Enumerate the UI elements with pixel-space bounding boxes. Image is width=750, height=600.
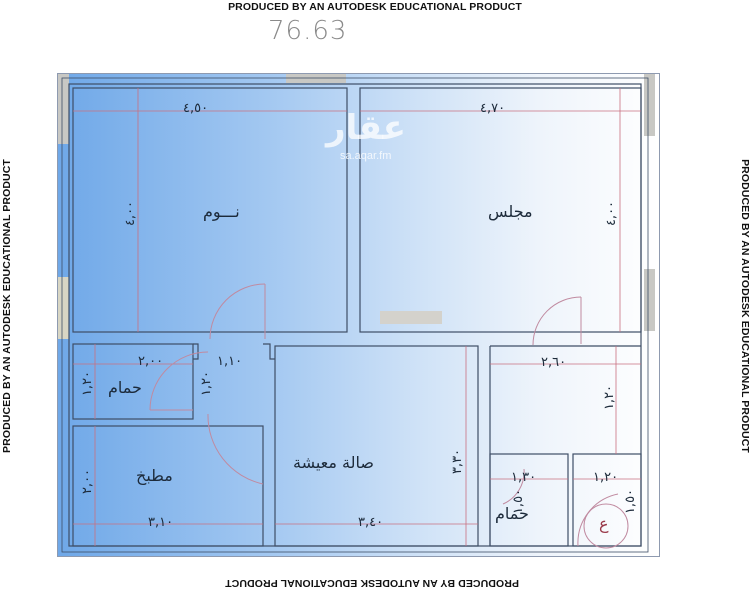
window-bedroom-side bbox=[58, 277, 69, 339]
window-bedroom-top bbox=[58, 74, 69, 144]
window-majlis-right bbox=[644, 74, 655, 136]
room-label-kitchen: مطبخ bbox=[136, 466, 173, 485]
aqar-logo-url: sa.aqar.fm bbox=[340, 150, 392, 162]
room-label-majlis: مجلس bbox=[488, 202, 533, 221]
dim-kitchen-depth: ٢,٠٠ bbox=[80, 468, 96, 495]
dim-entry-depth: ١,٢٠ bbox=[602, 384, 618, 411]
aqar-logo: عقار bbox=[326, 108, 407, 148]
dim-entry-width: ٢,٦٠ bbox=[541, 355, 567, 370]
dim-majlis-depth: ٤,٠٠ bbox=[604, 200, 620, 227]
dim-majlis-width: ٤,٧٠ bbox=[480, 101, 506, 116]
dim-bedroom-depth: ٤,٠٠ bbox=[123, 200, 139, 227]
stair-marker: ع bbox=[599, 514, 609, 533]
dim-bathroom-right-depth: ١,٥٠ bbox=[511, 488, 527, 515]
room-label-bedroom: نـــوم bbox=[203, 202, 240, 221]
autodesk-watermark-right: PRODUCED BY AN AUTODESK EDUCATIONAL PROD… bbox=[739, 159, 750, 453]
autodesk-watermark-bottom: PRODUCED BY AN AUTODESK EDUCATIONAL PROD… bbox=[225, 577, 519, 589]
dim-corridor-depth: ١,٢٠ bbox=[199, 370, 215, 397]
dim-living-depth: ٣,٣٠ bbox=[450, 448, 466, 475]
total-area-label: 76.63 bbox=[268, 16, 348, 46]
dim-bathroom-right-width: ١,٣٠ bbox=[511, 470, 537, 485]
floor-plan: نـــوم مجلس حمام مطبخ صالة معيشة حمام ٤,… bbox=[57, 73, 660, 557]
dim-bedroom-width: ٤,٥٠ bbox=[183, 101, 209, 116]
room-label-living-hall: صالة معيشة bbox=[293, 453, 374, 472]
dim-stair-depth: ١,٥٠ bbox=[623, 488, 639, 515]
dim-living-width: ٣,٤٠ bbox=[358, 515, 384, 530]
dim-corridor-width: ١,١٠ bbox=[217, 354, 243, 369]
autodesk-watermark-left: PRODUCED BY AN AUTODESK EDUCATIONAL PROD… bbox=[1, 159, 13, 453]
dim-stair-width: ١,٢٠ bbox=[593, 470, 619, 485]
room-label-bathroom-right: حمام bbox=[495, 504, 529, 523]
dim-bathroom-left-width: ٢,٠٠ bbox=[138, 354, 164, 369]
dim-bathroom-left-depth: ١,٢٠ bbox=[80, 370, 96, 397]
window-living-top bbox=[380, 311, 442, 324]
dim-kitchen-width: ٣,١٠ bbox=[148, 515, 174, 530]
floor-plan-drawing bbox=[58, 74, 655, 553]
room-label-bathroom-left: حمام bbox=[108, 378, 142, 397]
window-majlis-top bbox=[286, 74, 346, 83]
window-entry-right bbox=[644, 269, 655, 331]
autodesk-watermark-top: PRODUCED BY AN AUTODESK EDUCATIONAL PROD… bbox=[228, 1, 522, 13]
